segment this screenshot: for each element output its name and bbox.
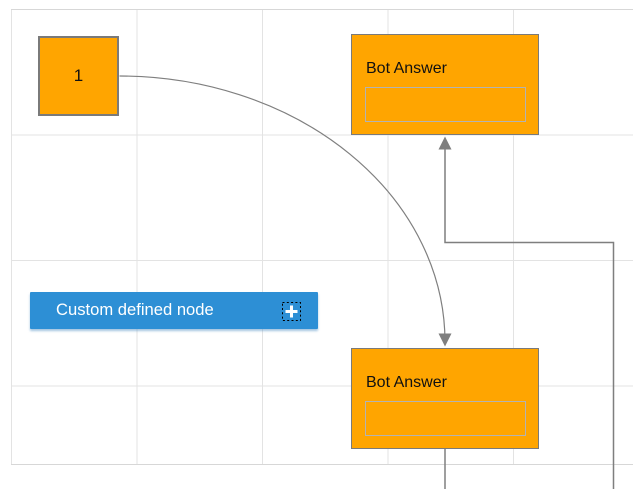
node-bot-answer-top-label: Bot Answer (366, 60, 447, 77)
node-bot-answer-bottom-input[interactable] (365, 401, 526, 436)
connector-curve-arrowhead (438, 333, 452, 347)
node-square-1[interactable]: 1 (38, 36, 119, 116)
node-custom-defined-label: Custom defined node (56, 300, 214, 319)
grid-border (11, 9, 633, 465)
node-bot-answer-bottom[interactable]: Bot Answer (351, 348, 539, 449)
plus-icon (282, 302, 301, 321)
node-bot-answer-top-input[interactable] (365, 87, 526, 122)
node-custom-defined[interactable]: Custom defined node (30, 292, 318, 329)
add-node-handle[interactable] (282, 302, 301, 321)
connector-orthogonal-arrowhead (438, 136, 452, 150)
connector-curve[interactable] (119, 75, 446, 343)
node-bot-answer-top[interactable]: Bot Answer (351, 34, 539, 135)
node-square-1-label: 1 (73, 66, 84, 85)
connector-orthogonal-return[interactable] (444, 139, 615, 489)
node-bot-answer-bottom-label: Bot Answer (366, 374, 447, 391)
